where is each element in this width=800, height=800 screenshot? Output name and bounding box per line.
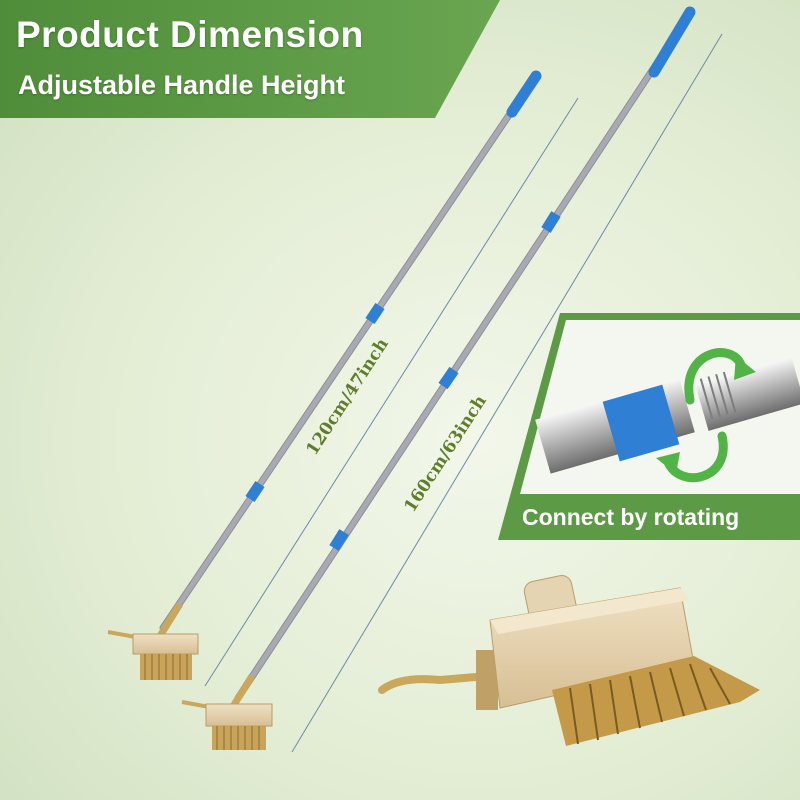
- dimension-line-short: [204, 97, 579, 687]
- connection-callout: [498, 313, 800, 540]
- handle-grip: [506, 70, 542, 118]
- brush-bristles: [212, 726, 266, 750]
- brush-head: [132, 633, 199, 655]
- callout-label: Connect by rotating: [522, 504, 740, 530]
- brush-closeup: [378, 575, 760, 746]
- short-brush: [107, 70, 542, 680]
- brush-head: [205, 703, 273, 727]
- joint-ring: [438, 366, 459, 390]
- joint-ring: [245, 480, 265, 503]
- connector-sleeve: [602, 384, 680, 462]
- handle-grip: [648, 6, 696, 78]
- page-title: Product Dimension: [16, 14, 364, 55]
- long-brush: [181, 6, 696, 750]
- dimension-line-long: [291, 33, 723, 753]
- page-subtitle: Adjustable Handle Height: [18, 70, 346, 100]
- header-banner: [0, 0, 500, 118]
- joint-ring: [365, 302, 385, 325]
- joint-ring: [541, 211, 561, 233]
- joint-ring: [329, 529, 349, 551]
